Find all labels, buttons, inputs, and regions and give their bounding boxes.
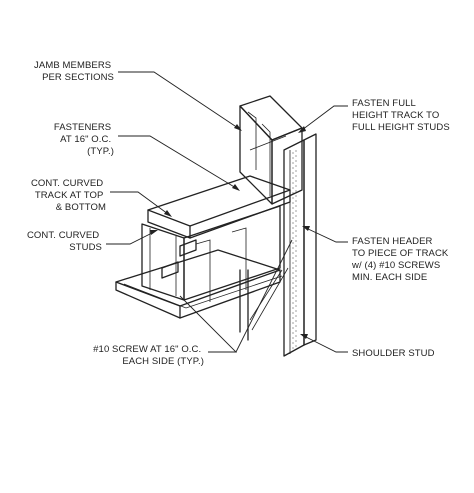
bottom-curved-track xyxy=(115,249,283,319)
label-fasten-full-height: FASTEN FULL HEIGHT TRACK TO FULL HEIGHT … xyxy=(352,98,450,133)
label-screw-at-16: #10 SCREW AT 16" O.C. EACH SIDE (TYP.) xyxy=(93,344,204,367)
label-cont-curved-studs: CONT. CURVED STUDS xyxy=(27,230,102,253)
leader-lines-right xyxy=(298,105,348,353)
label-cont-curved-track: CONT. CURVED TRACK AT TOP & BOTTOM xyxy=(31,178,106,213)
leader-lines-left xyxy=(106,71,293,353)
jamb-members xyxy=(239,95,303,205)
label-shoulder-stud: SHOULDER STUD xyxy=(352,348,435,359)
label-fasteners: FASTENERS AT 16" O.C. (TYP.) xyxy=(54,122,114,157)
label-jamb-members: JAMB MEMBERS PER SECTIONS xyxy=(34,60,114,83)
shoulder-stud xyxy=(283,133,317,357)
top-curved-track xyxy=(147,175,291,239)
label-fasten-header: FASTEN HEADER TO PIECE OF TRACK w/ (4) #… xyxy=(351,236,451,283)
curved-studs xyxy=(141,205,281,302)
